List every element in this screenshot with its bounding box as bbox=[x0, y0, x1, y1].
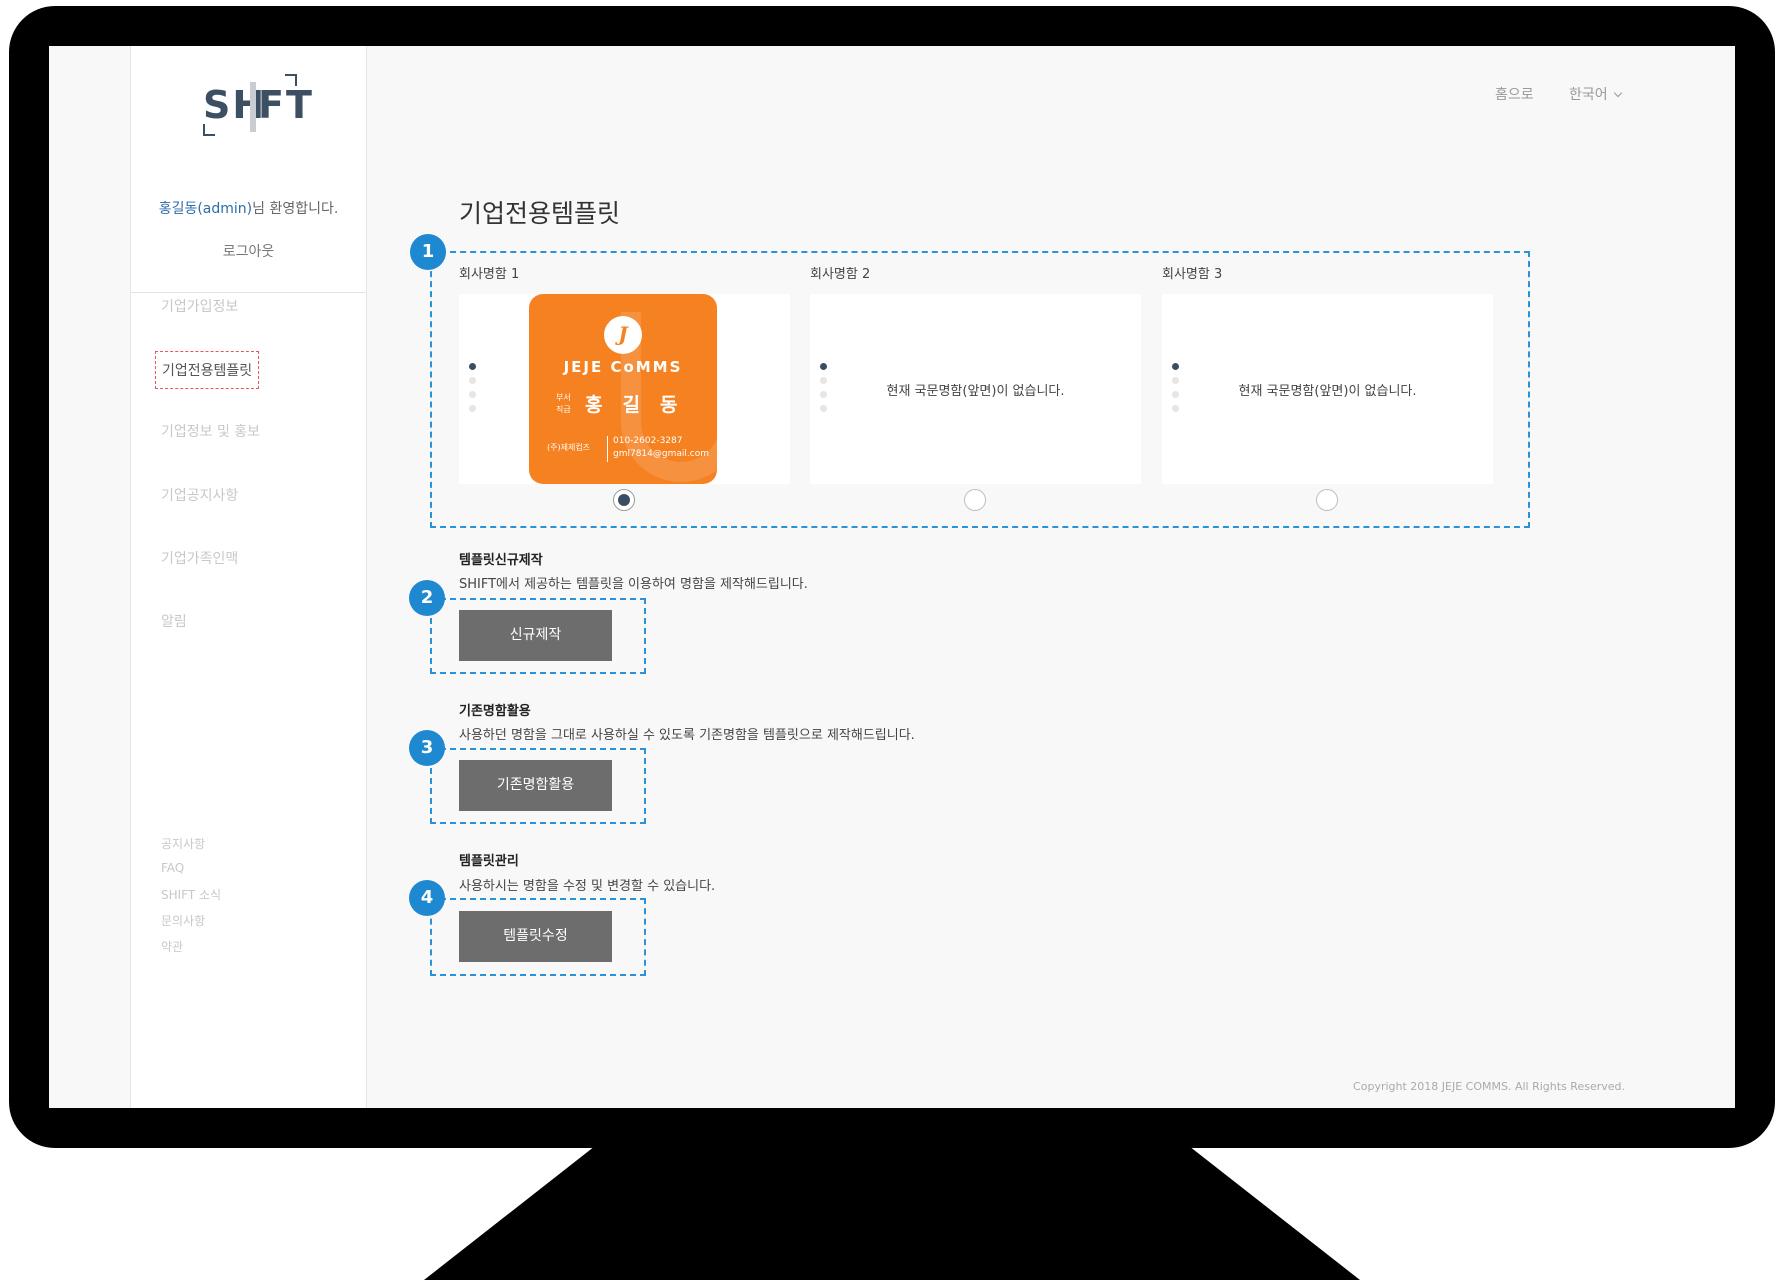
card-email: gml7814@gmail.com bbox=[613, 449, 709, 459]
card-brand: JEJE CoMMS bbox=[563, 358, 683, 376]
carousel-dots bbox=[1172, 363, 1180, 419]
card-label-3: 회사명함 3 bbox=[1162, 267, 1223, 282]
carousel-dot-active[interactable] bbox=[1172, 363, 1179, 370]
carousel-dot-active[interactable] bbox=[469, 363, 476, 370]
logout-link[interactable]: 로그아웃 bbox=[222, 244, 275, 260]
carousel-dot-active[interactable] bbox=[820, 363, 827, 370]
sidebar-link-terms[interactable]: 약관 bbox=[161, 940, 184, 954]
section-title-manage: 템플릿관리 bbox=[459, 854, 519, 869]
jeje-logo-icon: J bbox=[604, 316, 642, 354]
section-desc-existing: 사용하던 명함을 그대로 사용하실 수 있도록 기존명함을 템플릿으로 제작해드… bbox=[459, 728, 915, 743]
sidebar-item-company-notices[interactable]: 기업공지사항 bbox=[161, 488, 239, 504]
carousel-dot[interactable] bbox=[820, 405, 827, 412]
carousel-dot[interactable] bbox=[1172, 377, 1179, 384]
carousel-dot[interactable] bbox=[469, 405, 476, 412]
card-person-name: 홍길동 bbox=[585, 394, 698, 416]
step-badge-2: 2 bbox=[409, 580, 445, 616]
card-label-1: 회사명함 1 bbox=[459, 267, 520, 282]
carousel-dot[interactable] bbox=[1172, 405, 1179, 412]
sidebar-link-inquiry[interactable]: 문의사항 bbox=[161, 914, 206, 928]
sidebar-item-company-info-promo[interactable]: 기업정보 및 홍보 bbox=[161, 424, 261, 440]
section-title-existing: 기존명함활용 bbox=[459, 704, 531, 719]
carousel-dot[interactable] bbox=[820, 377, 827, 384]
section-desc-new: SHIFT에서 제공하는 템플릿을 이용하여 명함을 제작해드립니다. bbox=[459, 577, 808, 592]
card-radio-3[interactable] bbox=[1316, 489, 1338, 511]
welcome-suffix: 님 환영합니다. bbox=[252, 201, 339, 217]
card-empty-message: 현재 국문명함(앞면)이 없습니다. bbox=[1238, 384, 1417, 399]
sidebar-item-company-template[interactable]: 기업전용템플릿 bbox=[155, 351, 260, 389]
card-radio-1[interactable] bbox=[613, 489, 635, 511]
card-contact: 010-2602-3287 gml7814@gmail.com bbox=[613, 435, 709, 461]
use-existing-card-button[interactable]: 기존명함활용 bbox=[459, 760, 612, 811]
card-separator bbox=[607, 436, 608, 462]
logo-text-right: FT bbox=[258, 83, 314, 127]
sidebar-divider bbox=[131, 292, 366, 293]
logo-bar bbox=[250, 82, 256, 132]
section-title-new: 템플릿신규제작 bbox=[459, 553, 543, 568]
logo-corner-icon bbox=[203, 124, 215, 136]
carousel-dot[interactable] bbox=[469, 377, 476, 384]
sidebar: SH FT 홍길동(admin)님 환영합니다. 로그아웃 기업가입정보 기업전… bbox=[130, 46, 367, 1108]
page-title: 기업전용템플릿 bbox=[459, 199, 621, 228]
sidebar-link-notice[interactable]: 공지사항 bbox=[161, 837, 206, 851]
copyright: Copyright 2018 JEJE COMMS. All Rights Re… bbox=[1353, 1080, 1625, 1093]
carousel-dot[interactable] bbox=[820, 391, 827, 398]
edit-template-button[interactable]: 템플릿수정 bbox=[459, 911, 612, 962]
sidebar-item-company-signup-info[interactable]: 기업가입정보 bbox=[161, 299, 239, 315]
new-button-highlight bbox=[430, 598, 646, 674]
chevron-down-icon bbox=[1613, 88, 1622, 98]
welcome-username: 홍길동(admin) bbox=[158, 201, 253, 217]
existing-button-highlight bbox=[430, 748, 646, 824]
card-label-2: 회사명함 2 bbox=[810, 267, 871, 282]
sidebar-item-company-family-network[interactable]: 기업가족인맥 bbox=[161, 551, 239, 567]
sidebar-link-faq[interactable]: FAQ bbox=[161, 861, 185, 875]
card-company: (주)제제컴즈 bbox=[547, 443, 591, 452]
card-radio-2[interactable] bbox=[964, 489, 986, 511]
section-desc-manage: 사용하시는 명함을 수정 및 변경할 수 있습니다. bbox=[459, 879, 716, 894]
home-link[interactable]: 홈으로 bbox=[1495, 87, 1534, 103]
business-card-slot-2[interactable]: 현재 국문명함(앞면)이 없습니다. bbox=[810, 294, 1141, 484]
card-position: 직급 bbox=[556, 405, 571, 414]
new-template-button[interactable]: 신규제작 bbox=[459, 610, 612, 661]
screen: SH FT 홍길동(admin)님 환영합니다. 로그아웃 기업가입정보 기업전… bbox=[49, 46, 1735, 1108]
card-empty-message: 현재 국문명함(앞면)이 없습니다. bbox=[886, 384, 1065, 399]
welcome-message: 홍길동(admin)님 환영합니다. bbox=[131, 198, 366, 218]
monitor-stand bbox=[424, 1148, 1360, 1280]
carousel-dots bbox=[469, 363, 477, 419]
language-select[interactable]: 한국어 bbox=[1569, 84, 1622, 104]
carousel-dot[interactable] bbox=[469, 391, 476, 398]
step-badge-3: 3 bbox=[409, 730, 445, 766]
sidebar-link-shift-news[interactable]: SHIFT 소식 bbox=[161, 888, 222, 902]
step-badge-4: 4 bbox=[409, 880, 445, 916]
step-badge-1: 1 bbox=[410, 234, 446, 270]
card-department: 부서 bbox=[556, 393, 571, 402]
card-selection-highlight bbox=[430, 251, 1530, 528]
carousel-dot[interactable] bbox=[1172, 391, 1179, 398]
card-phone: 010-2602-3287 bbox=[613, 436, 683, 446]
logo-corner-icon bbox=[285, 74, 297, 86]
carousel-dots bbox=[820, 363, 828, 419]
manage-button-highlight bbox=[430, 898, 646, 976]
language-label: 한국어 bbox=[1569, 87, 1608, 103]
shift-logo[interactable]: SH FT bbox=[203, 74, 312, 136]
business-card-slot-3[interactable]: 현재 국문명함(앞면)이 없습니다. bbox=[1162, 294, 1493, 484]
logo-letter: J bbox=[618, 322, 628, 346]
sidebar-item-notifications[interactable]: 알림 bbox=[161, 614, 187, 630]
